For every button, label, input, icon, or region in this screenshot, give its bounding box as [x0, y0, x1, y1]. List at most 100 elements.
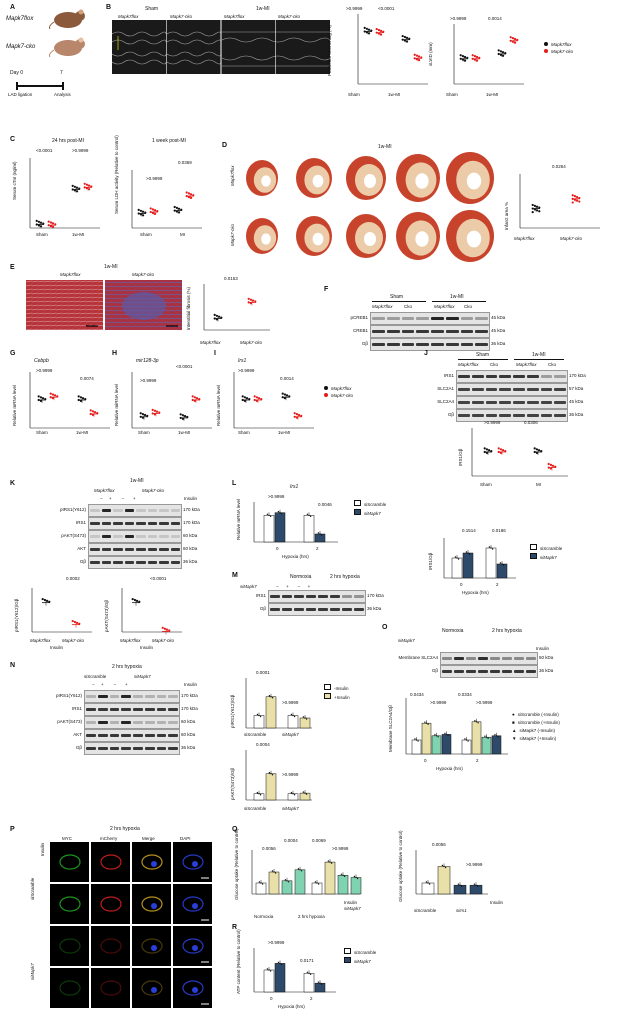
n-insulin: Insulin	[184, 682, 198, 687]
f-sham-header: Sham	[390, 294, 404, 300]
p-title: 2 hrs hypoxia	[110, 826, 140, 832]
n-pirs1-s0-point	[292, 714, 294, 717]
o-s3-point	[494, 734, 496, 736]
j-blot-strip	[456, 383, 568, 396]
heart-lumen	[261, 175, 271, 187]
l2-s1-point	[465, 551, 468, 553]
q-left-point	[314, 881, 317, 883]
l2-s0-point	[454, 556, 457, 558]
n-band	[168, 695, 178, 698]
j-flox-point	[535, 448, 538, 451]
q-chart-left	[251, 850, 362, 895]
q-right-bar	[421, 882, 435, 895]
o-leg2: siScramble (+Insulin)	[517, 720, 560, 725]
r-x2: 2	[310, 996, 313, 1001]
l2-chart	[443, 538, 516, 579]
r-legend: siScramble siMapk7	[344, 948, 376, 964]
j-band	[554, 401, 566, 404]
c-ldh-cko-point	[154, 209, 157, 212]
j-blot-strip	[456, 409, 568, 422]
n-pirs1-s0-point	[258, 714, 260, 717]
h-p2: <0.0001	[176, 364, 193, 369]
f-band	[416, 343, 429, 346]
c-ylabel-1: Serum cTnI (ng/ml)	[12, 161, 17, 200]
k-p1: 0.0002	[66, 576, 80, 581]
k-title: 1w-MI	[130, 478, 144, 484]
j-cko-point	[549, 463, 552, 466]
l-legend: siScramble siMapk7	[354, 500, 386, 516]
f-band	[460, 343, 474, 346]
q-right-point	[443, 865, 445, 868]
n-ylabel-1: pIRS1(Y612)/Gβ	[230, 694, 235, 728]
p-nucleus	[192, 987, 198, 993]
k-pirs1-cko-point	[73, 620, 76, 624]
b-mi-header: 1w-MI	[256, 6, 270, 12]
j-band	[458, 414, 470, 417]
o-leg1: siScramble (-Insulin)	[517, 712, 559, 717]
l2-x0: 0	[460, 582, 463, 587]
timeline-day0: Day 0	[10, 70, 24, 76]
r-s0-point	[266, 968, 269, 970]
o-row-label: Gβ	[431, 668, 438, 673]
f-band	[445, 317, 459, 320]
q-left-point	[284, 879, 287, 881]
k-band	[101, 522, 111, 525]
g-flox-point	[39, 396, 42, 399]
q-left-bar	[337, 875, 349, 895]
p-cell	[100, 980, 122, 996]
panel-letter-p: P	[10, 826, 15, 833]
k-band	[159, 561, 169, 564]
p-tile	[132, 926, 171, 966]
l-s1-point	[319, 533, 321, 535]
n-band	[133, 734, 143, 737]
j-flox-point	[533, 447, 536, 450]
m-hypoxia: 2 hrs hypoxia	[330, 574, 360, 580]
f-band	[372, 330, 385, 333]
f-band	[372, 343, 385, 346]
n-ylabel-2: pAKT(S473)/Gβ	[230, 767, 235, 800]
o-s3-bar	[491, 735, 502, 755]
panel-letter-n: N	[10, 662, 16, 669]
k-band	[90, 561, 100, 564]
n-pakt-s1-point	[304, 792, 306, 794]
n-legend-minus: -Insulin	[334, 686, 349, 691]
e-histology-images	[26, 280, 182, 330]
n-band	[168, 734, 178, 737]
k-band	[124, 548, 134, 551]
p-col-mcherry: mCherry	[100, 836, 118, 841]
l-legend-scr-swatch	[354, 500, 361, 506]
b-fs-cko-point	[380, 29, 383, 32]
n-band	[109, 695, 120, 698]
i-flox-point	[246, 397, 249, 400]
c-ldh-cko-point	[190, 193, 193, 196]
k-x1: Mapk7flox	[30, 638, 51, 643]
n-blot-strip	[84, 729, 180, 742]
q-chart-right	[415, 850, 488, 895]
n-signs: − + − +	[92, 682, 128, 687]
e-flox-point	[213, 313, 216, 316]
j-kda-label: 57 kDa	[569, 386, 584, 391]
l2-ylabel: IRS1/Gβ	[428, 552, 433, 570]
o-s1-point	[427, 723, 429, 725]
e-title: 1w-MI	[104, 264, 118, 270]
d-cko-point	[573, 195, 576, 198]
g-cko-point	[89, 409, 92, 412]
m-si: siMapk7	[240, 584, 257, 589]
f-band	[386, 343, 400, 346]
k-band	[159, 535, 169, 538]
k-band	[124, 509, 134, 512]
k-pakt-flox-point	[133, 598, 136, 602]
c-ldh-cko-point	[149, 207, 152, 210]
j-kda-label: 170 kDa	[569, 373, 586, 378]
k-blot-strip	[88, 530, 182, 543]
timeline-day7: 7	[60, 70, 63, 76]
c-title-1: 24 hrs post-MI	[52, 138, 84, 144]
l-p1: >0.9999	[268, 494, 285, 499]
n-row-label: Gβ	[75, 745, 82, 750]
q-left-bar	[324, 861, 336, 895]
f-band	[372, 317, 385, 320]
o-s1-point	[424, 721, 426, 723]
b-echo-col2: Mapk7-cko	[170, 14, 193, 19]
k-pakt-cko-point	[163, 627, 166, 630]
d-flox-point	[533, 204, 536, 207]
